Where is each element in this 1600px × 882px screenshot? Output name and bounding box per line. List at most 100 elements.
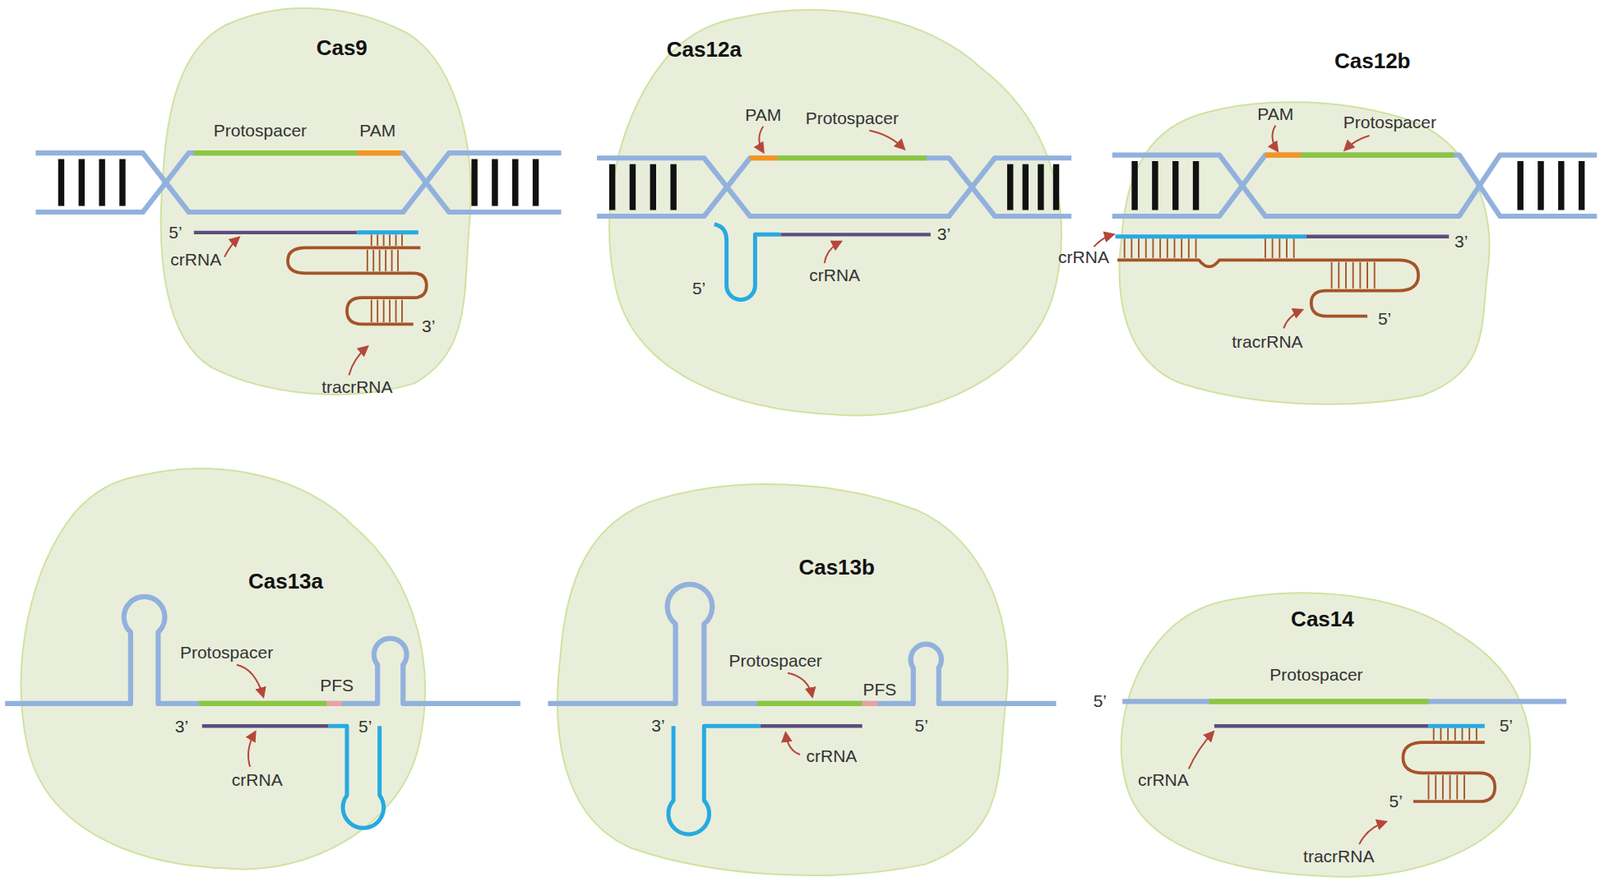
base-pair bbox=[1337, 262, 1340, 289]
base-pair bbox=[1195, 238, 1198, 259]
base-pair bbox=[383, 300, 385, 323]
part-label: Protospacer bbox=[729, 651, 823, 671]
base-pair bbox=[1461, 728, 1464, 741]
part-label: Protospacer bbox=[213, 120, 307, 141]
part-label: 5’ bbox=[915, 716, 929, 736]
base-pair bbox=[1145, 238, 1147, 259]
base-pair bbox=[119, 159, 125, 207]
part-label: 3’ bbox=[937, 224, 951, 245]
base-pair bbox=[1516, 161, 1523, 211]
protein-name: Cas14 bbox=[1290, 605, 1355, 632]
base-pairs bbox=[60, 159, 1582, 800]
part-label: PFS bbox=[319, 675, 354, 696]
part-label: 5’ bbox=[1389, 791, 1403, 812]
part-label: Protospacer bbox=[180, 642, 273, 663]
part-label: 5’ bbox=[1378, 309, 1392, 329]
base-pair bbox=[1193, 161, 1199, 211]
protein-outline bbox=[1109, 97, 1500, 408]
base-pair bbox=[383, 234, 385, 246]
base-pair bbox=[401, 300, 403, 323]
base-pair bbox=[395, 234, 398, 246]
base-pair bbox=[388, 300, 391, 323]
protein-blob: Cas13b bbox=[545, 477, 1021, 881]
protein-outline bbox=[1109, 589, 1544, 882]
part-label: 3’ bbox=[421, 316, 435, 337]
base-pair bbox=[1166, 238, 1169, 259]
base-pair bbox=[1271, 238, 1274, 259]
base-pair bbox=[1428, 775, 1430, 800]
base-pair bbox=[372, 249, 375, 272]
base-pair bbox=[1537, 161, 1544, 211]
part-label: 5’ bbox=[358, 716, 372, 737]
base-pair bbox=[1151, 161, 1158, 211]
part-label: crRNA bbox=[806, 746, 858, 767]
protein-outline bbox=[545, 477, 1021, 881]
base-pair bbox=[376, 300, 379, 323]
base-pair bbox=[629, 164, 636, 211]
part-label: Protospacer bbox=[805, 108, 899, 129]
base-pair bbox=[1454, 728, 1457, 741]
base-pair bbox=[471, 159, 477, 207]
base-pair bbox=[1345, 262, 1347, 289]
base-pair bbox=[98, 159, 105, 207]
base-pair bbox=[1456, 775, 1458, 800]
base-pair bbox=[401, 234, 403, 246]
base-pair bbox=[1159, 238, 1161, 259]
base-pair bbox=[512, 159, 518, 207]
base-pair bbox=[78, 159, 85, 207]
base-pair bbox=[670, 164, 676, 211]
base-pair bbox=[1366, 262, 1369, 289]
protein-blob: Cas14 bbox=[1109, 589, 1544, 882]
part-label: PAM bbox=[359, 120, 396, 141]
base-pair bbox=[1053, 164, 1059, 211]
base-pair bbox=[1439, 728, 1442, 741]
base-pair bbox=[650, 164, 657, 211]
part-label: tracrRNA bbox=[1231, 332, 1303, 352]
protein-blob: Cas13a bbox=[9, 463, 439, 877]
base-pair bbox=[1434, 775, 1437, 800]
part-label: crRNA bbox=[231, 770, 283, 791]
part-label: 3’ bbox=[651, 716, 665, 736]
part-label: 3’ bbox=[1454, 231, 1468, 252]
base-pair bbox=[1468, 728, 1471, 741]
base-pair bbox=[1285, 238, 1288, 259]
part-label: crRNA bbox=[170, 249, 222, 270]
base-pair bbox=[1433, 728, 1435, 741]
base-pair bbox=[397, 249, 399, 272]
base-pair bbox=[532, 159, 539, 207]
part-label: tracrRNA bbox=[1303, 846, 1374, 867]
base-pair bbox=[1180, 238, 1183, 259]
base-pair bbox=[1151, 238, 1154, 259]
cas13a-rna bbox=[4, 596, 521, 828]
base-pair bbox=[1475, 728, 1478, 741]
base-pair bbox=[370, 234, 373, 246]
part-label: 5’ bbox=[692, 278, 706, 299]
part-label: PAM bbox=[1257, 104, 1294, 125]
cas12b-dna bbox=[1093, 125, 1597, 329]
base-pair bbox=[1123, 238, 1126, 259]
base-pair bbox=[1264, 238, 1267, 259]
protein-name: Cas9 bbox=[316, 35, 368, 61]
protein-blob: Cas12b bbox=[1109, 97, 1500, 408]
part-label: 5’ bbox=[1093, 691, 1107, 712]
protein-name: Cas13b bbox=[798, 554, 875, 580]
base-pair bbox=[379, 249, 381, 272]
protein-blob: Cas9 bbox=[152, 1, 480, 400]
part-label: 5’ bbox=[1499, 716, 1513, 736]
protein-name: Cas13a bbox=[248, 568, 324, 595]
base-pair bbox=[1278, 238, 1281, 259]
base-pair bbox=[1174, 238, 1176, 259]
base-pair bbox=[491, 159, 498, 207]
base-pair bbox=[376, 234, 379, 246]
protein-name: Cas12b bbox=[1334, 48, 1411, 74]
base-pair bbox=[1172, 161, 1179, 211]
base-pair bbox=[1558, 161, 1564, 211]
base-pair bbox=[366, 249, 369, 272]
base-pair bbox=[370, 300, 373, 323]
part-label: crRNA bbox=[1058, 247, 1110, 268]
base-pair bbox=[1130, 238, 1133, 259]
part-label: crRNA bbox=[1137, 770, 1189, 791]
base-pair bbox=[1293, 238, 1295, 259]
base-pair bbox=[1007, 164, 1013, 211]
protein-outline bbox=[9, 463, 439, 877]
